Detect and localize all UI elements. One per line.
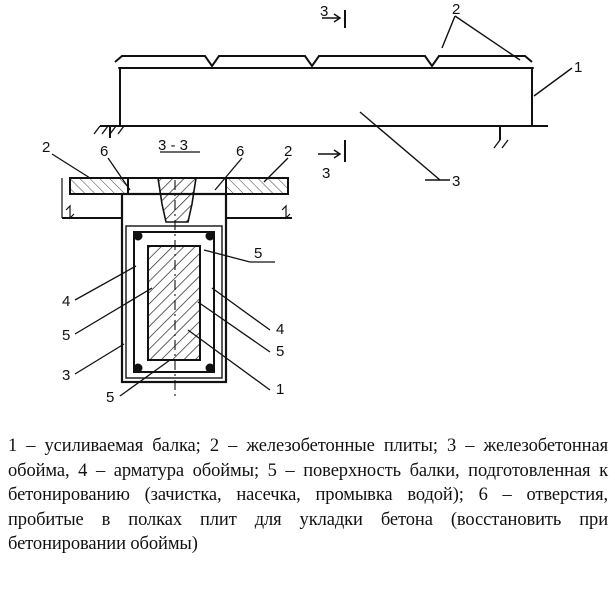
callout-3-top: 3 xyxy=(452,173,460,190)
callout-1-top: 1 xyxy=(574,59,582,76)
slab-left xyxy=(69,177,129,195)
beam-strengthening-diagram: 3 2 1 3 3 xyxy=(42,1,582,406)
callout-2-top: 2 xyxy=(452,1,460,18)
jacket-outline xyxy=(120,192,228,384)
section-mark-top: 3 xyxy=(320,3,328,20)
section-mark-side: 3 xyxy=(322,165,330,182)
beam-elevation xyxy=(119,67,533,127)
opening-6 xyxy=(157,177,197,223)
section-view xyxy=(51,151,292,400)
callout-3-left: 3 xyxy=(62,367,70,384)
callout-4-left: 4 xyxy=(62,293,70,310)
callout-5-a: 5 xyxy=(254,245,262,262)
callout-6-left: 6 xyxy=(100,143,108,160)
callout-2-left: 2 xyxy=(42,139,50,156)
support-hatch-left xyxy=(93,125,125,135)
callout-5-left: 5 xyxy=(62,327,70,344)
jacket-inner xyxy=(125,225,223,379)
section-title: 3 - 3 xyxy=(158,137,188,154)
figure-caption: 1 – усиливаемая балка; 2 – железобетонны… xyxy=(8,436,608,554)
callout-2-right: 2 xyxy=(284,143,292,160)
slab-right xyxy=(225,177,289,195)
slabs-elevation xyxy=(114,55,533,68)
callout-5-right: 5 xyxy=(276,343,284,360)
callout-4-right: 4 xyxy=(276,321,284,338)
callout-5-bottom: 5 xyxy=(106,389,114,406)
beam-section xyxy=(147,245,201,361)
callout-6-right: 6 xyxy=(236,143,244,160)
elevation-view xyxy=(93,10,573,181)
reinforcement-cage xyxy=(133,231,215,373)
callout-1-right: 1 xyxy=(276,381,284,398)
support-hatch-right xyxy=(493,139,509,149)
